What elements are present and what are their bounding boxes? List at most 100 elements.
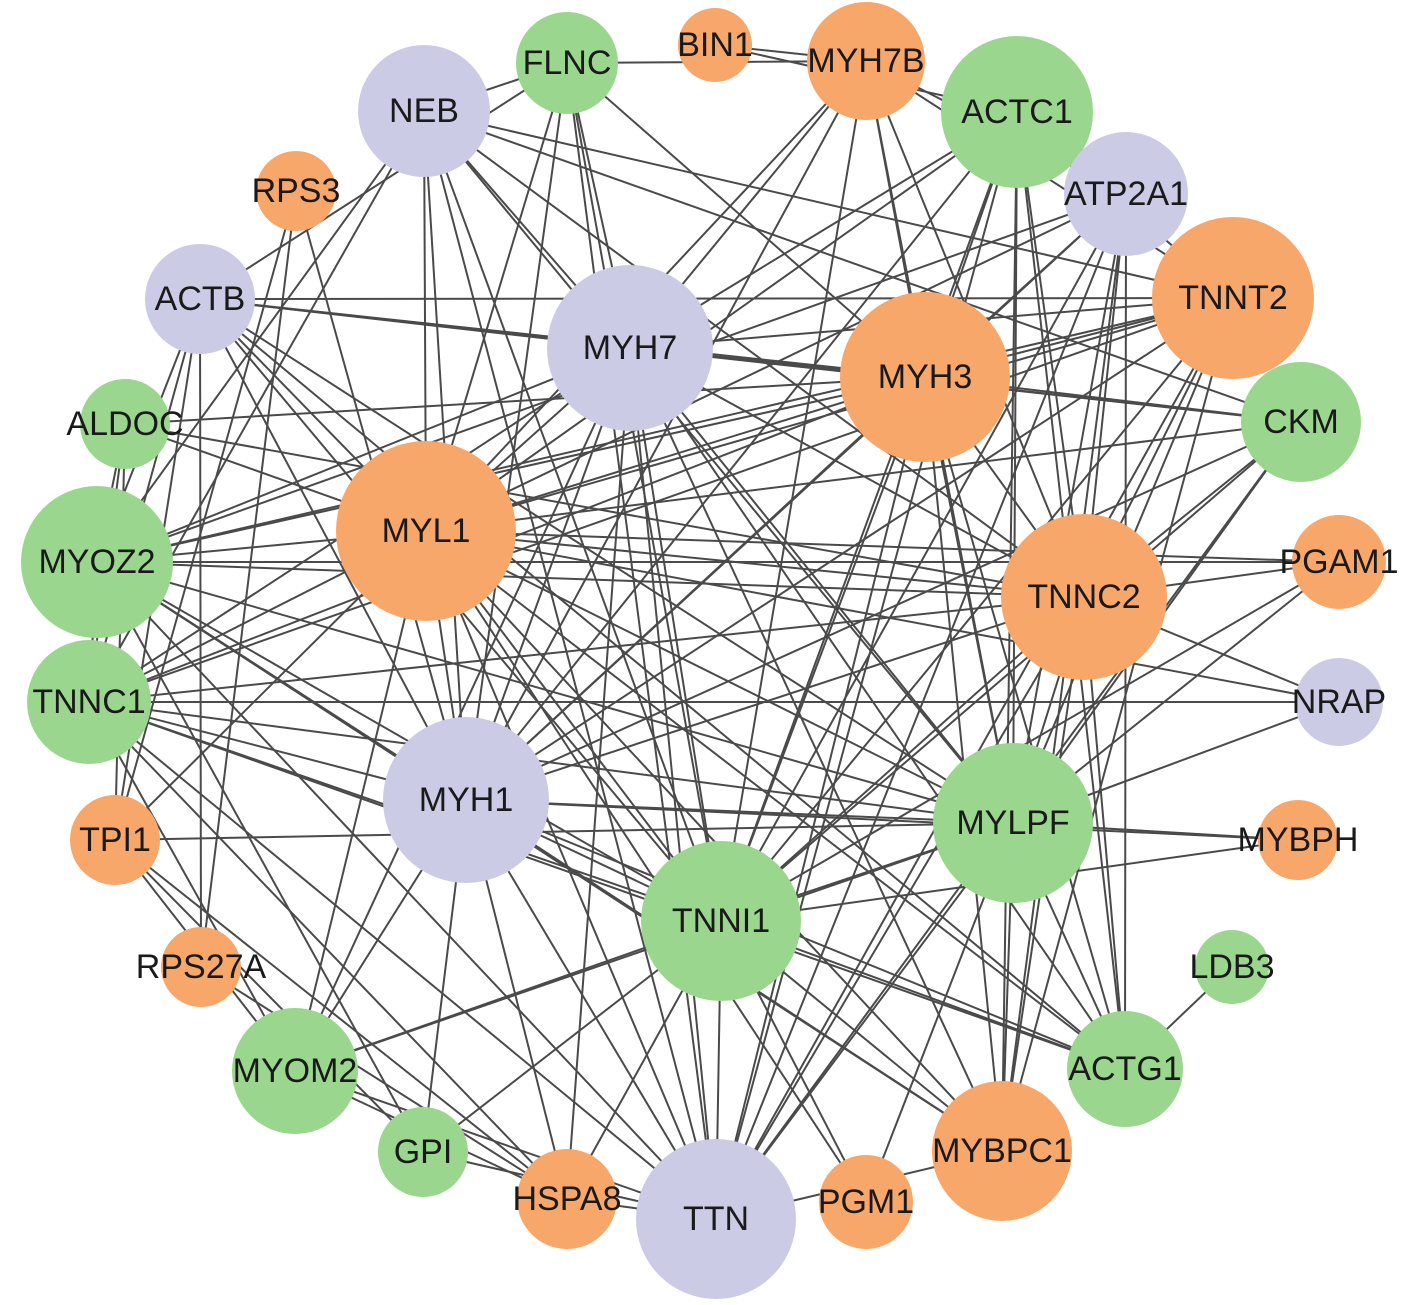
node-neb: NEB — [358, 45, 490, 177]
node-circle-tpi1 — [70, 795, 160, 885]
node-label-mybph: MYBPH — [1238, 821, 1359, 859]
node-mybph: MYBPH — [1238, 800, 1359, 880]
edge-myoz2-myh7 — [96, 347, 631, 563]
edge-actb-myh1 — [199, 298, 467, 801]
node-label-myl1: MYL1 — [382, 512, 471, 550]
edge-rps3-tpi1 — [114, 190, 297, 841]
node-tnnt2: TNNT2 — [1152, 217, 1314, 379]
node-circle-gpi — [378, 1107, 468, 1197]
node-label-myh7: MYH7 — [583, 329, 677, 367]
node-atp2a1: ATP2A1 — [1064, 132, 1188, 256]
edge-tnnt2-myoz2 — [96, 297, 1234, 563]
edge-rps27a-actb — [199, 298, 202, 968]
node-myh1: MYH1 — [383, 717, 549, 883]
edge-ttn-tnnc1 — [88, 701, 717, 1220]
edge-hspa8-tpi1 — [114, 839, 568, 1200]
edge-atp2a1-tnni1 — [720, 193, 1127, 922]
edge-ttn-mylpf — [715, 822, 1014, 1220]
edge-myom2-myh7 — [294, 347, 631, 1072]
edge-neb-ttn — [423, 110, 717, 1220]
edge-actc1-mylpf — [1012, 111, 1018, 824]
edge-flnc-myh1 — [465, 62, 568, 801]
node-label-atp2a1: ATP2A1 — [1064, 175, 1188, 213]
edge-mybpc1-myl1 — [425, 530, 1003, 1152]
node-label-rps3: RPS3 — [252, 172, 341, 210]
edge-myoz2-mylpf — [96, 561, 1014, 824]
node-label-ckm: CKM — [1263, 403, 1339, 441]
node-circle-tnnt2 — [1152, 217, 1314, 379]
edge-rps27a-hspa8 — [200, 966, 568, 1200]
node-circle-myh7b — [807, 2, 925, 120]
node-myoz2: MYOZ2 — [21, 486, 173, 638]
node-actc1: ACTC1 — [941, 36, 1093, 188]
edge-neb-mylpf — [423, 110, 1014, 824]
node-circle-rps3 — [256, 151, 336, 231]
edge-myh7-mylpf — [629, 347, 1014, 824]
node-circle-mybpc1 — [932, 1081, 1072, 1221]
node-circle-actc1 — [941, 36, 1093, 188]
node-myom2: MYOM2 — [232, 1008, 358, 1134]
node-pgam1: PGAM1 — [1279, 515, 1399, 609]
edge-nrap-myl1 — [425, 530, 1340, 703]
node-label-tpi1: TPI1 — [79, 821, 151, 859]
edge-actg1-myh3 — [924, 376, 1126, 1070]
edge-actg1-myh7 — [629, 347, 1126, 1070]
node-label-ldb3: LDB3 — [1189, 948, 1274, 986]
node-rps27a: RPS27A — [136, 927, 267, 1007]
node-circle-tnnc2 — [1001, 514, 1167, 680]
edge-mybpc1-myh7 — [629, 347, 1003, 1152]
node-label-actb: ACTB — [155, 280, 246, 318]
edge-myh7-tnnc2 — [629, 347, 1085, 598]
edge-tnnt2-myh1 — [465, 297, 1234, 801]
node-gpi: GPI — [378, 1107, 468, 1197]
node-label-hspa8: HSPA8 — [513, 1180, 622, 1218]
node-tnnc2: TNNC2 — [1001, 514, 1167, 680]
edge-myh7-tnni1 — [629, 347, 722, 922]
edge-actc1-myl1 — [425, 111, 1018, 532]
node-circle-actg1 — [1067, 1011, 1183, 1127]
edge-myl1-mylpf — [425, 530, 1014, 824]
node-circle-aldoc — [80, 379, 170, 469]
node-label-myh7b: MYH7B — [807, 42, 924, 80]
node-label-myoz2: MYOZ2 — [38, 543, 155, 581]
node-circle-myh3 — [840, 292, 1010, 462]
edge-myom2-tnnc1 — [88, 701, 296, 1072]
edge-ttn-myh7 — [629, 347, 717, 1220]
node-label-tnni1: TNNI1 — [672, 902, 770, 940]
edge-ttn-myl1 — [425, 530, 717, 1220]
node-label-bin1: BIN1 — [677, 26, 753, 64]
node-label-tnnt2: TNNT2 — [1178, 279, 1288, 317]
edge-gpi-tpi1 — [114, 839, 424, 1153]
node-myl1: MYL1 — [336, 441, 516, 621]
node-label-flnc: FLNC — [523, 44, 612, 82]
edge-myh3-myh1 — [465, 376, 926, 801]
node-tpi1: TPI1 — [70, 795, 160, 885]
node-circle-myh1 — [383, 717, 549, 883]
edge-myoz2-tnnc2 — [96, 561, 1085, 598]
node-label-tnnc2: TNNC2 — [1027, 578, 1140, 616]
node-myh7: MYH7 — [547, 265, 713, 431]
node-aldoc: ALDOC — [66, 379, 184, 469]
node-bin1: BIN1 — [677, 8, 753, 82]
node-label-nrap: NRAP — [1292, 683, 1386, 721]
edge-tnnt2-actb — [199, 297, 1234, 300]
node-actb: ACTB — [145, 244, 255, 354]
node-circle-ttn — [636, 1139, 796, 1299]
node-nrap: NRAP — [1292, 658, 1386, 746]
node-label-mybpc1: MYBPC1 — [932, 1132, 1072, 1170]
node-myh3: MYH3 — [840, 292, 1010, 462]
node-ckm: CKM — [1241, 362, 1361, 482]
edge-myl1-tnnc2 — [425, 530, 1085, 598]
node-circle-ldb3 — [1195, 930, 1269, 1004]
node-label-myh1: MYH1 — [419, 781, 513, 819]
edge-actg1-tnnc1 — [88, 701, 1126, 1070]
node-mybpc1: MYBPC1 — [932, 1081, 1072, 1221]
node-rps3: RPS3 — [252, 151, 341, 231]
node-label-pgam1: PGAM1 — [1279, 543, 1398, 581]
edge-tnnc1-mylpf — [88, 701, 1014, 824]
edge-ckm-myh1 — [465, 421, 1302, 801]
node-hspa8: HSPA8 — [513, 1149, 622, 1249]
node-circle-bin1 — [678, 8, 752, 82]
